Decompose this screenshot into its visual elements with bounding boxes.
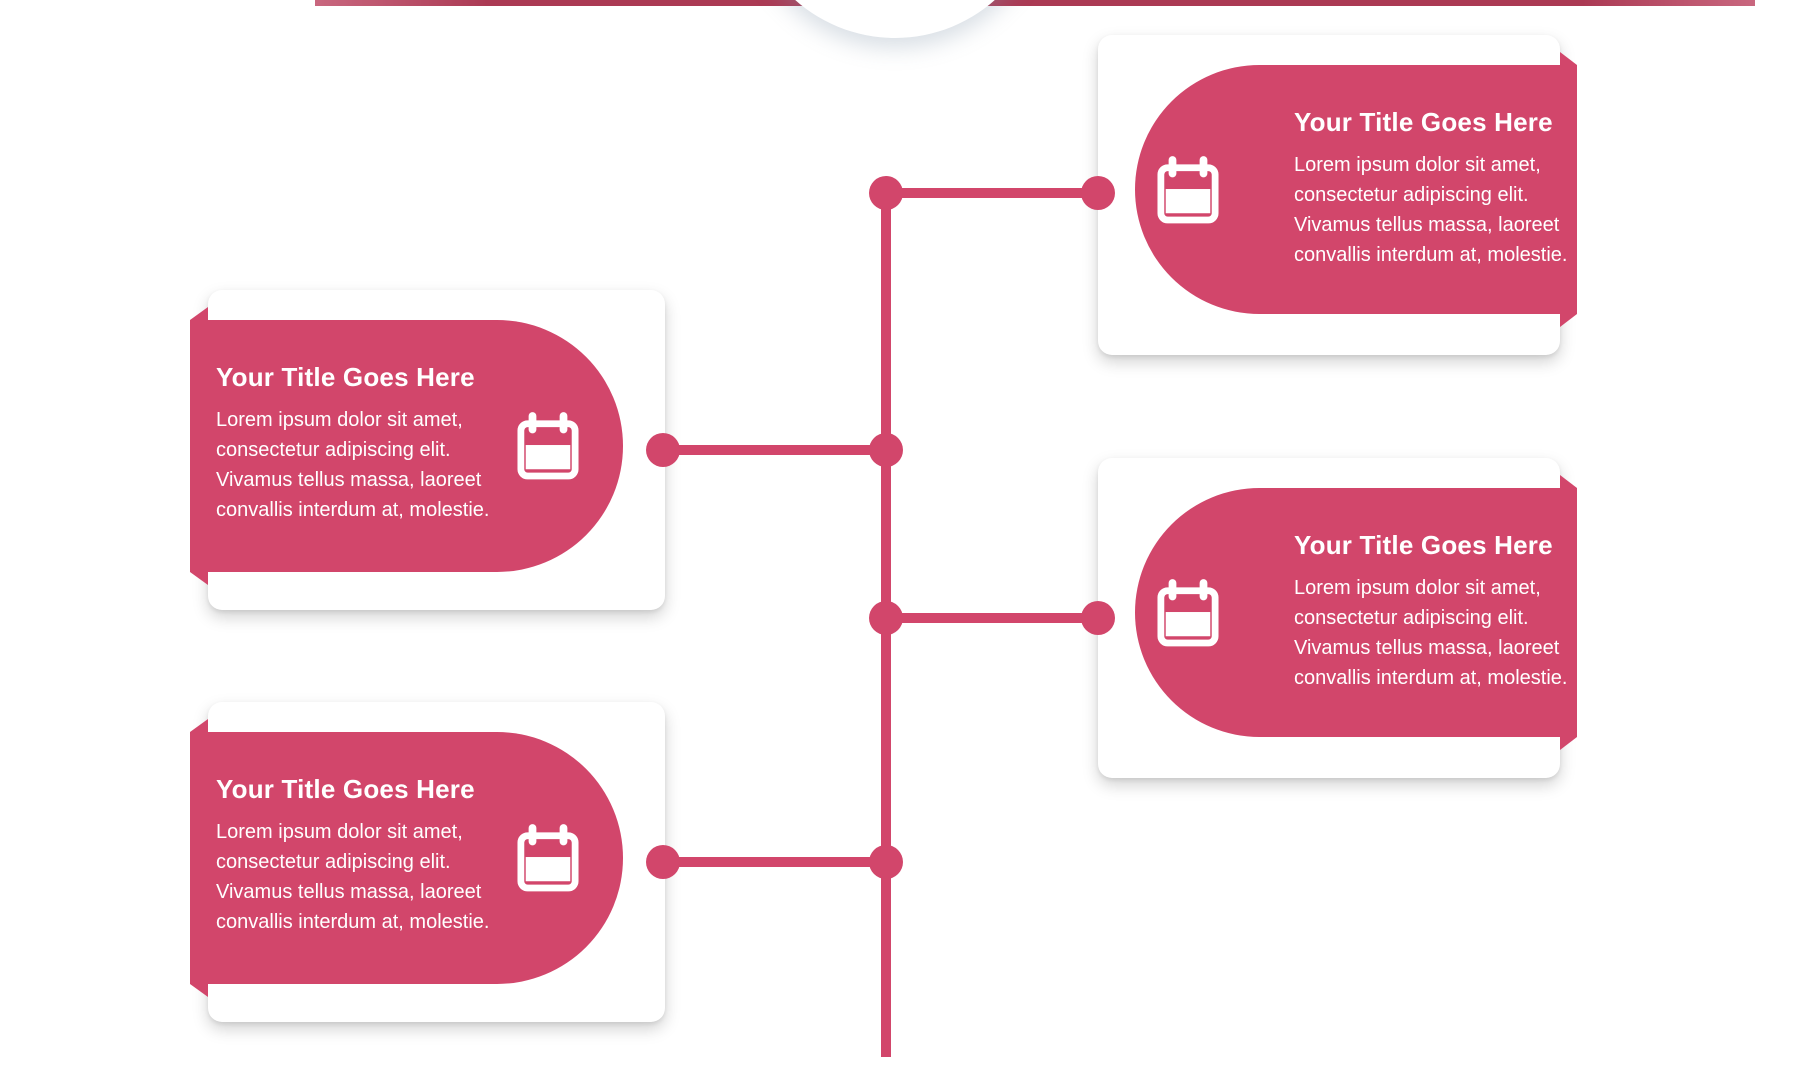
ribbon-fold-top [190,719,208,732]
card-edge-dot [1081,601,1115,635]
timeline-card: Your Title Goes Here Lorem ipsum dolor s… [1098,35,1577,355]
card-text-line: consectetur adipiscing elit. [216,851,451,873]
card-text-line: convallis interdum at, molestie. [1294,244,1568,266]
ribbon-fold-top [1560,475,1577,488]
ribbon-fold-bottom [1560,737,1577,750]
timeline-card: Your Title Goes Here Lorem ipsum dolor s… [190,702,665,1022]
timeline-node-dot [869,433,903,467]
timeline-card: Your Title Goes Here Lorem ipsum dolor s… [1098,458,1577,778]
card-edge-dot [646,433,680,467]
card-title: Your Title Goes Here [1294,107,1553,137]
card-edge-dot [646,845,680,879]
connector-line [886,613,1098,623]
card-ribbon: Your Title Goes Here Lorem ipsum dolor s… [1135,65,1577,314]
card-ribbon: Your Title Goes Here Lorem ipsum dolor s… [1135,488,1577,737]
calendar-icon [517,824,579,892]
card-title: Your Title Goes Here [1294,530,1553,560]
connector-line [886,188,1098,198]
calendar-icon [1157,578,1219,646]
card-ribbon: Your Title Goes Here Lorem ipsum dolor s… [190,320,623,572]
card-text-line: Lorem ipsum dolor sit amet, [216,409,463,431]
card-text-line: consectetur adipiscing elit. [216,439,451,461]
timeline-node-dot [869,176,903,210]
card-text-line: Vivamus tellus massa, laoreet [1294,214,1560,236]
card-text-line: Vivamus tellus massa, laoreet [216,881,482,903]
ribbon-fold-top [1560,52,1577,65]
timeline-node-dot [869,845,903,879]
card-title: Your Title Goes Here [216,774,475,804]
header-strip [315,0,1755,6]
ribbon-fold-bottom [190,984,208,997]
card-text-line: consectetur adipiscing elit. [1294,184,1529,206]
connector-line [663,445,886,455]
connector-line [663,857,886,867]
card-ribbon: Your Title Goes Here Lorem ipsum dolor s… [190,732,623,984]
ribbon-fold-bottom [1560,314,1577,327]
card-text-line: convallis interdum at, molestie. [1294,667,1568,689]
timeline-card: Your Title Goes Here Lorem ipsum dolor s… [190,290,665,610]
card-text-line: Vivamus tellus massa, laoreet [1294,637,1560,659]
card-text-line: consectetur adipiscing elit. [1294,607,1529,629]
card-text-line: Lorem ipsum dolor sit amet, [216,821,463,843]
ribbon-fold-bottom [190,572,208,585]
calendar-icon [1157,155,1219,223]
ribbon-fold-top [190,307,208,320]
card-text-line: Lorem ipsum dolor sit amet, [1294,577,1541,599]
card-text-line: Lorem ipsum dolor sit amet, [1294,154,1541,176]
card-edge-dot [1081,176,1115,210]
card-text-line: convallis interdum at, molestie. [216,499,490,521]
card-title: Your Title Goes Here [216,362,475,392]
calendar-icon [517,412,579,480]
card-text-line: Vivamus tellus massa, laoreet [216,469,482,491]
timeline-node-dot [869,601,903,635]
card-text-line: convallis interdum at, molestie. [216,911,490,933]
